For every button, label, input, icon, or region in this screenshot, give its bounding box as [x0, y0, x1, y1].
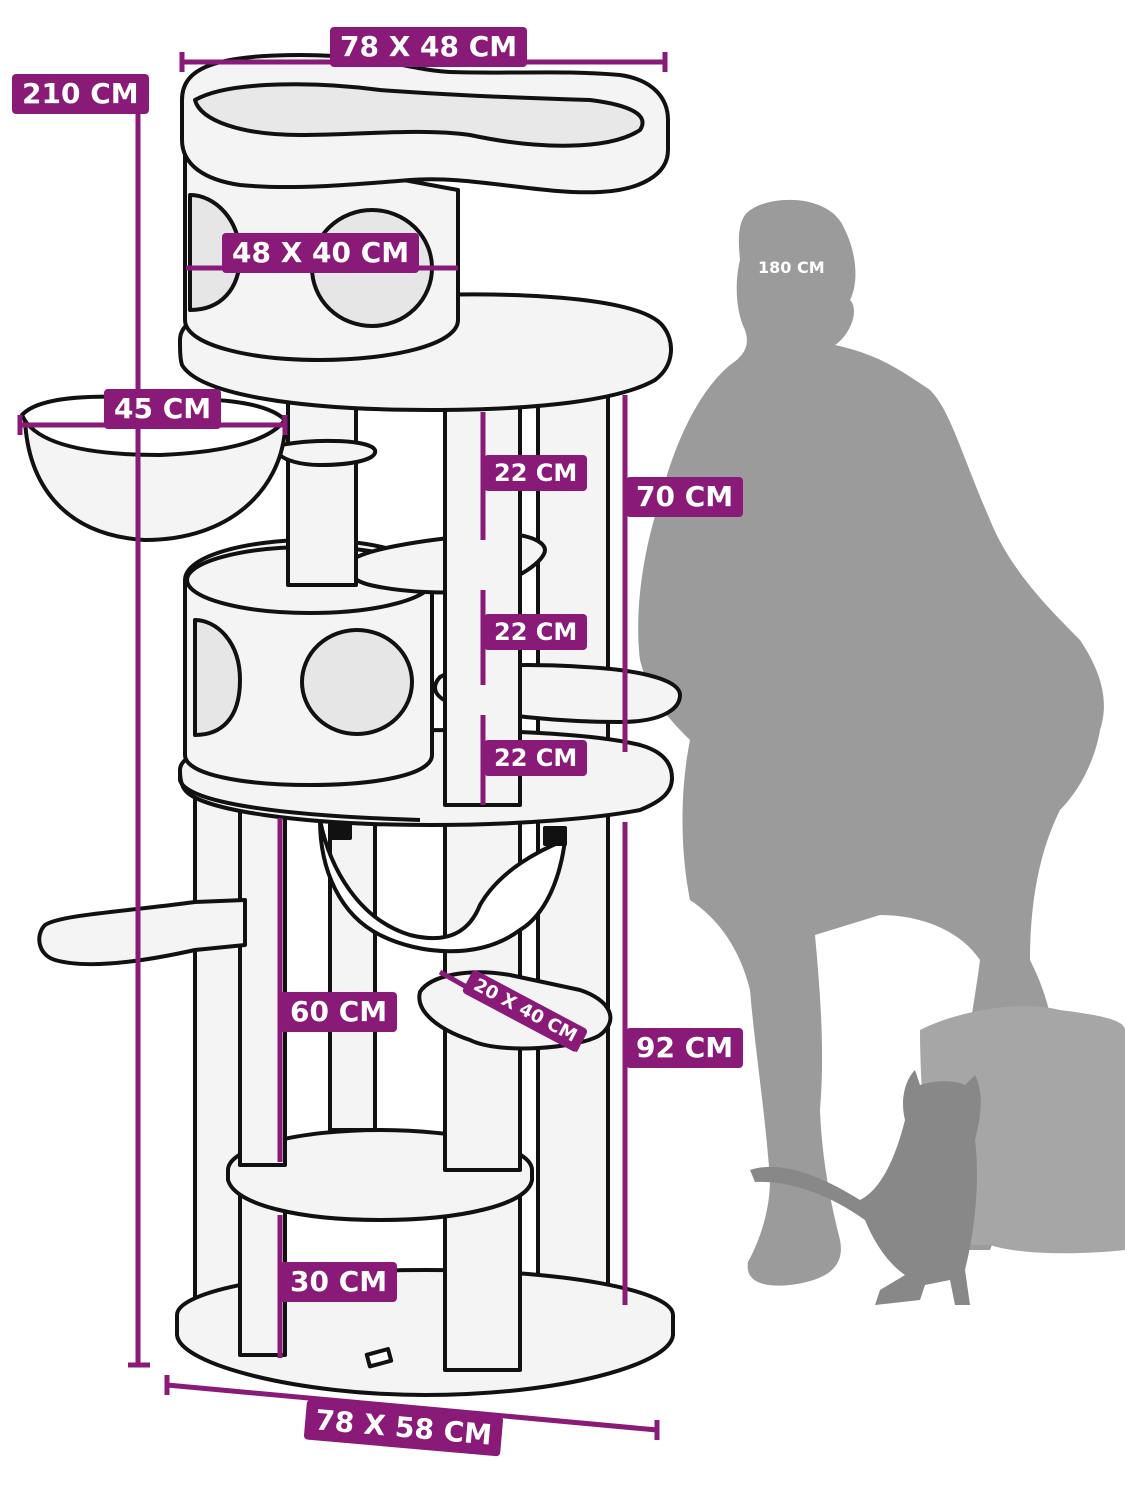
post: [286, 388, 358, 587]
cave-front-hole: [300, 628, 414, 736]
post: [193, 793, 242, 1317]
upper-height-label: 70 CM: [626, 477, 744, 517]
total-height-label: 210 CM: [12, 74, 149, 114]
person-height-label: 180 CM: [758, 258, 825, 277]
basket-dimension: 45 CM: [104, 389, 222, 429]
cat-tree-drawing: [20, 53, 682, 1397]
top-bed-dimension: 78 X 48 CM: [330, 27, 528, 67]
gap-label-3: 22 CM: [484, 740, 588, 776]
mid-post-height-label: 60 CM: [280, 992, 398, 1032]
person-silhouette: [638, 199, 1125, 1305]
gap-label-1: 22 CM: [484, 455, 588, 491]
top-cave-dimension: 48 X 40 CM: [222, 233, 420, 273]
lower-height-label: 92 CM: [626, 1028, 744, 1068]
cave-side-hole: [193, 618, 242, 737]
gap-label-2: 22 CM: [484, 614, 588, 650]
width-line-base: [166, 1382, 658, 1433]
post: [328, 798, 377, 1132]
side-step: [37, 898, 247, 967]
low-post-height-label: 30 CM: [280, 1262, 398, 1302]
